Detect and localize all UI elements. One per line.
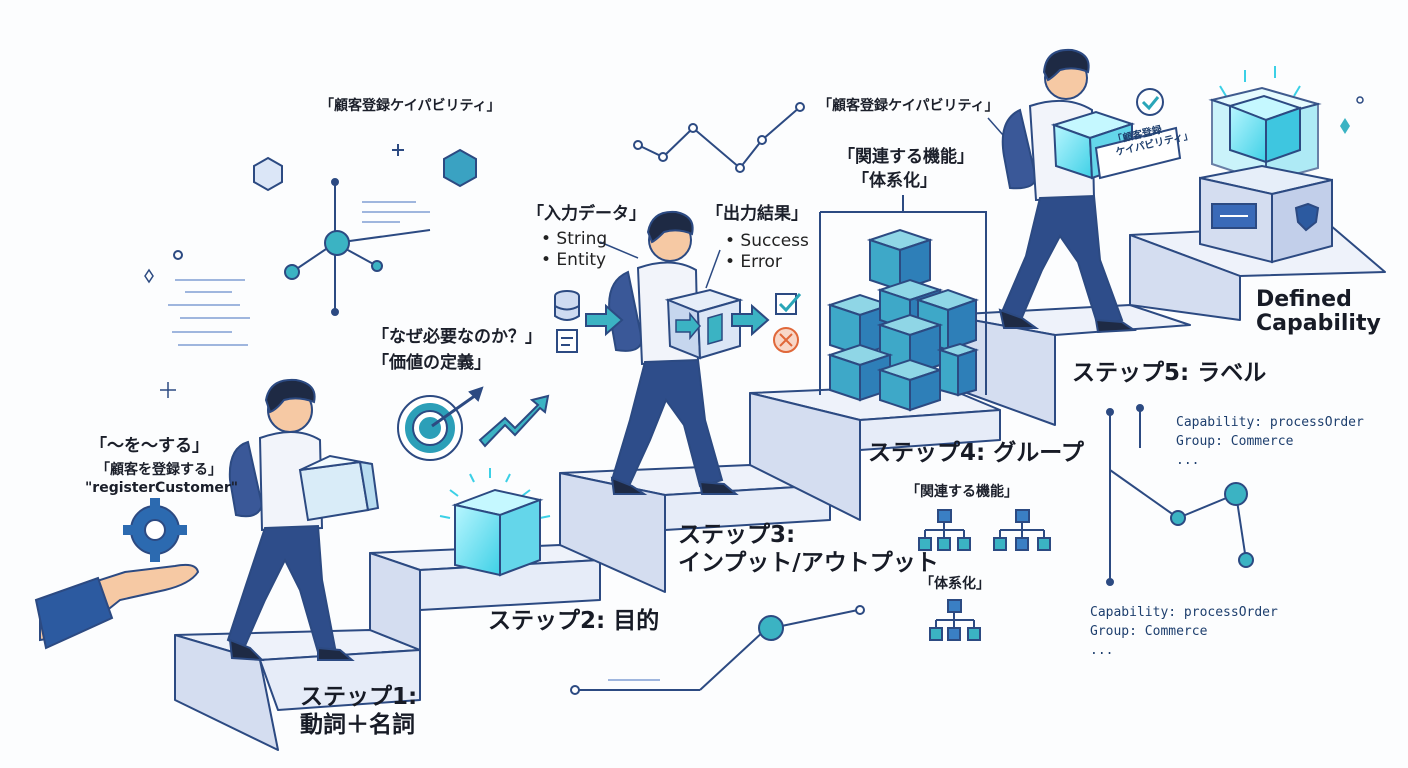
step5-title: ステップ5: ラベル xyxy=(1072,360,1267,386)
step3-title-line1: ステップ3: xyxy=(678,522,796,548)
step1-title-line1: ステップ1: xyxy=(300,684,418,710)
target-icon xyxy=(397,386,484,461)
step3-input-item-entity: • Entity xyxy=(541,250,607,270)
step3-output-item-success: • Success xyxy=(725,231,809,251)
step1-pattern: 「〜を〜する」 xyxy=(90,436,209,456)
sparkle-decoration xyxy=(144,96,1364,284)
step3-title-line2: インプット/アウトプット xyxy=(678,550,939,576)
code-line: Group: Commerce xyxy=(1176,433,1294,449)
step2-title: ステップ2: 目的 xyxy=(488,608,660,634)
person-step5-figure xyxy=(987,48,1182,334)
tree-label-system: 「体系化」 xyxy=(920,576,990,592)
capability-name-label-left: 「顧客登録ケイパビリティ」 xyxy=(320,98,501,114)
step2-note-why: 「なぜ必要なのか？」 xyxy=(372,327,542,347)
network-decoration-left xyxy=(160,144,477,398)
step4-note-system: 「体系化」 xyxy=(852,171,937,191)
hand-gear-icon xyxy=(34,498,200,650)
defined-capability-title: Defined Capability xyxy=(1256,287,1381,337)
defined-capability-line1: Defined xyxy=(1256,287,1352,312)
defined-capability-line2: Capability xyxy=(1256,311,1381,337)
code-lines-decoration xyxy=(168,201,430,346)
code-line: ... xyxy=(1090,642,1114,658)
hierarchy-tree-icons xyxy=(918,509,1051,641)
person-step1-figure xyxy=(226,378,380,662)
step3-output-heading: 「出力結果」 xyxy=(706,204,808,224)
cube-cluster-icon xyxy=(819,195,987,412)
io-arrows-icons xyxy=(554,241,802,353)
tree-label-related: 「関連する機能」 xyxy=(906,484,1018,500)
code-line: ... xyxy=(1176,452,1200,468)
defined-capability-icon xyxy=(1199,66,1333,264)
person-step3-figure xyxy=(608,210,744,495)
network-decoration-bottom xyxy=(570,605,865,695)
step4-title: ステップ4: グループ xyxy=(868,440,1084,466)
step1-example-en: "registerCustomer" xyxy=(85,480,239,496)
glowing-cube-icon xyxy=(439,468,551,577)
code-snippet-top: Capability: processOrder Group: Commerce… xyxy=(1176,414,1364,471)
step1-title-line2: 動詞＋名詞 xyxy=(300,712,415,738)
step1-example-ja: 「顧客を登録する」 xyxy=(96,462,222,478)
code-line: Group: Commerce xyxy=(1090,623,1208,639)
step3-input-heading: 「入力データ」 xyxy=(527,204,646,224)
network-decoration-right xyxy=(1106,404,1254,586)
step4-note-related: 「関連する機能」 xyxy=(838,147,974,167)
code-line: Capability: processOrder xyxy=(1176,415,1364,430)
step3-output-item-error: • Error xyxy=(725,252,782,272)
step2-note-value: 「価値の定義」 xyxy=(372,353,491,373)
trend-line-decoration xyxy=(633,102,805,173)
capability-name-label-right: 「顧客登録ケイパビリティ」 xyxy=(818,98,999,114)
step3-input-item-string: • String xyxy=(541,229,608,249)
trend-arrow-icon xyxy=(478,394,550,448)
code-snippet-bottom: Capability: processOrder Group: Commerce… xyxy=(1090,604,1278,661)
code-line: Capability: processOrder xyxy=(1090,605,1278,620)
